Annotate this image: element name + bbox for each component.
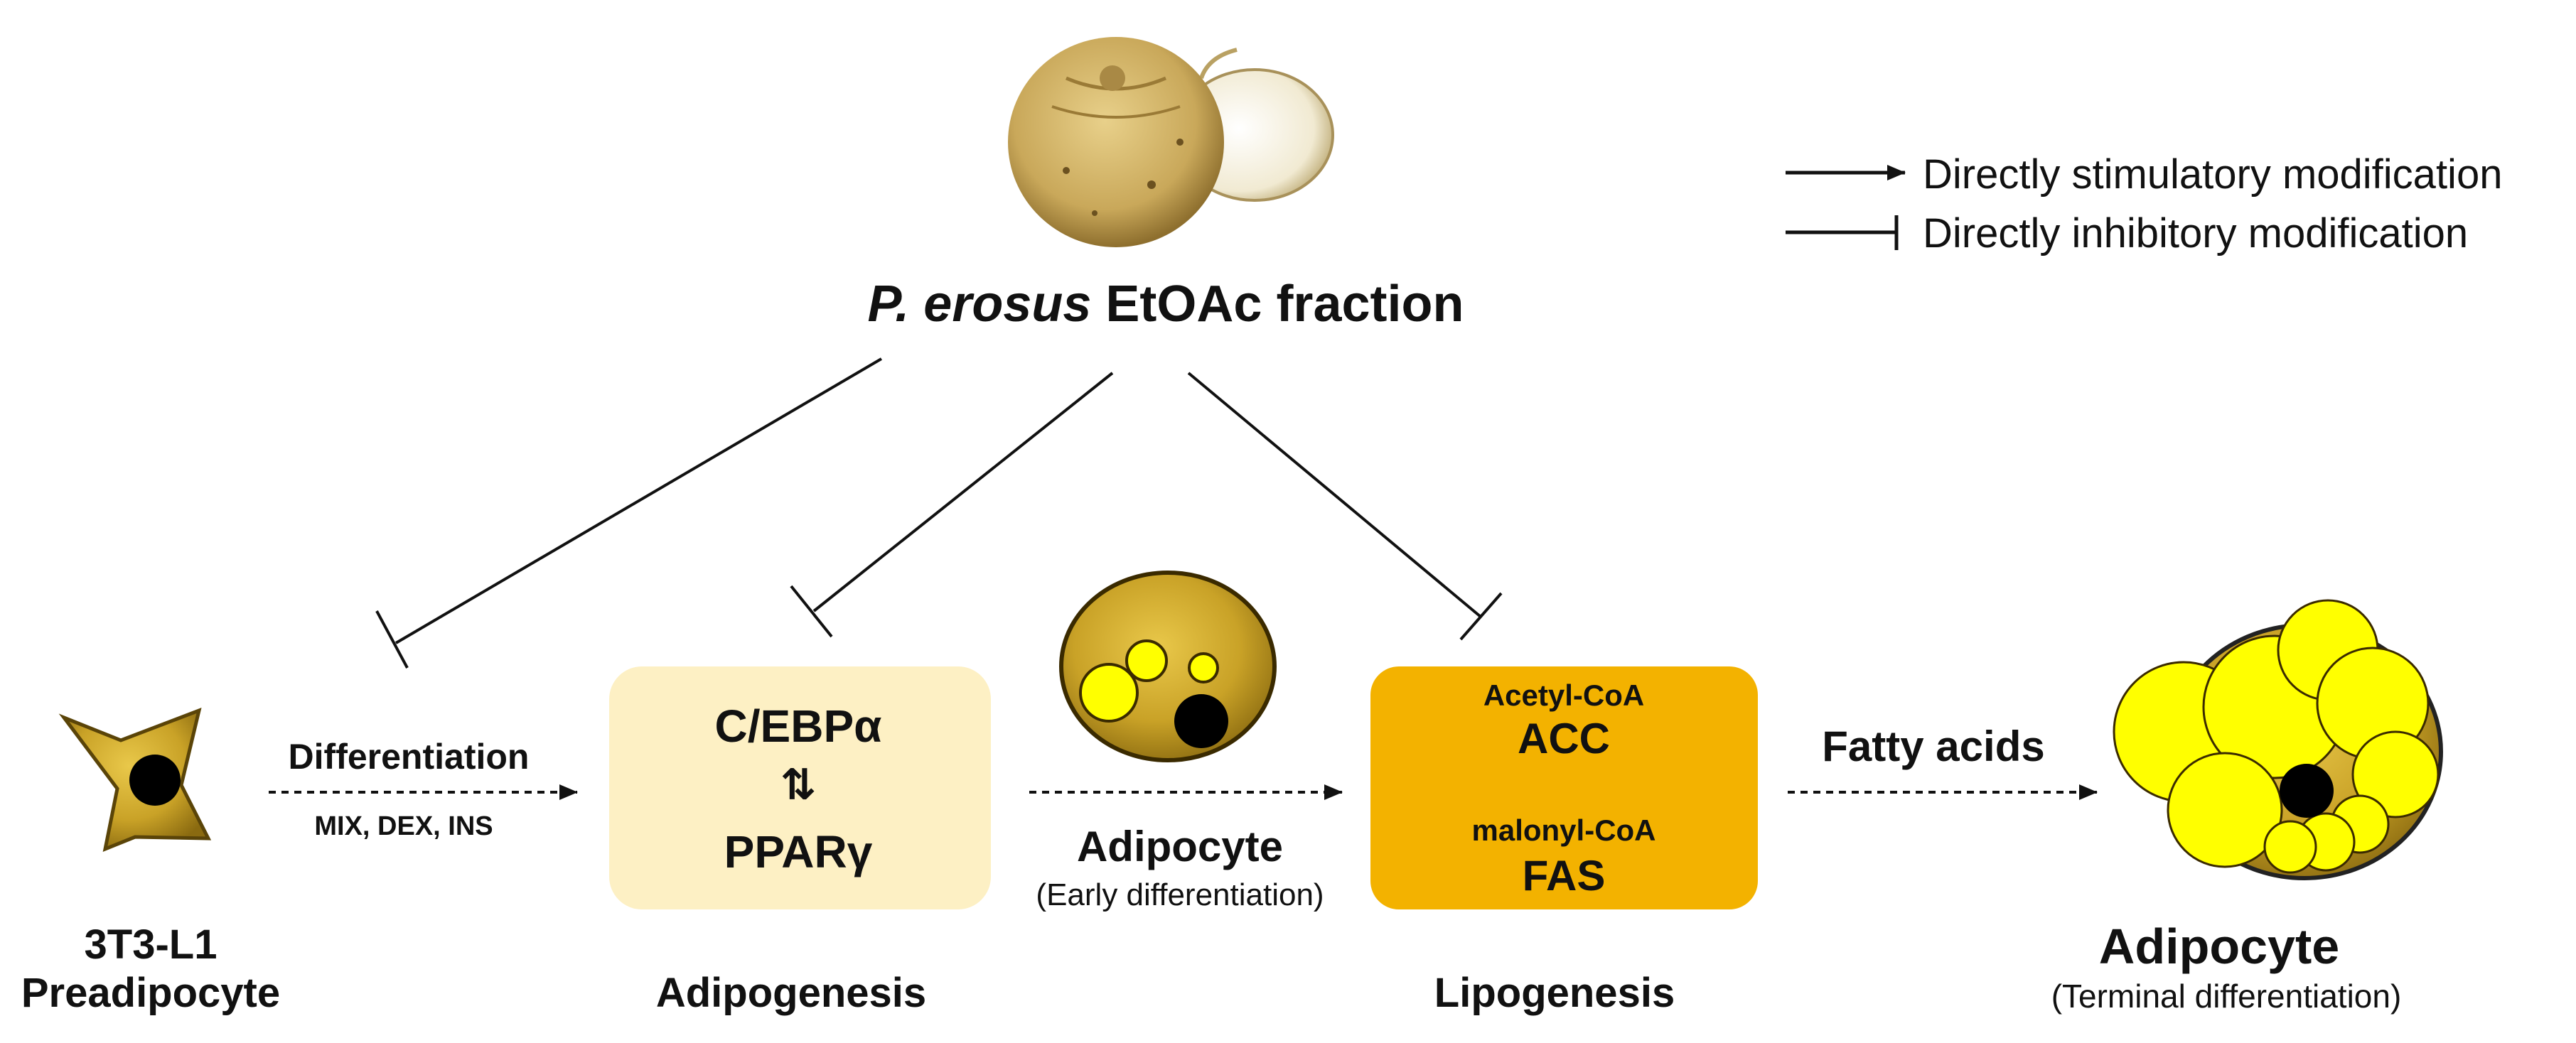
legend-inhibitory-tbar-icon (1786, 215, 1899, 250)
mature-adipocyte-label: Adipocyte (2098, 919, 2340, 974)
inducers-label: MIX, DEX, INS (314, 811, 493, 841)
lipogenesis-box (1370, 666, 1758, 909)
differentiation-label: Differentiation (288, 737, 530, 777)
source-title-species: P. erosus (867, 276, 1092, 333)
early-adipocyte-label: Adipocyte (1076, 823, 1284, 870)
acetyl-coa-label: Acetyl-CoA (1483, 679, 1645, 712)
early-adipocyte-cell-icon (1059, 571, 1277, 762)
preadipocyte-label: Preadipocyte (21, 970, 281, 1016)
source-title: P. erosus EtOAc fraction (868, 275, 1464, 333)
swap-arrows-icon: ⇅ (780, 761, 817, 809)
source-title-fraction: EtOAc fraction (1091, 276, 1464, 333)
legend-inhibitory-label: Directly inhibitory modification (1923, 210, 2469, 256)
inhibit-adipogenesis-line (790, 372, 1114, 638)
terminal-differentiation-note: (Terminal differentiation) (2051, 978, 2402, 1015)
adipogenesis-box (609, 666, 991, 909)
adipogenesis-caption: Adipogenesis (655, 970, 927, 1016)
lipogenesis-caption: Lipogenesis (1434, 970, 1675, 1016)
pparg-label: PPARγ (724, 826, 873, 877)
fatty-acids-label: Fatty acids (1822, 723, 2045, 770)
acc-label: ACC (1518, 715, 1610, 762)
jicama-tuber-photo-icon (1008, 37, 1334, 247)
preadipocyte-cell-icon (58, 707, 212, 853)
inhibit-differentiation-line (375, 357, 883, 669)
mature-adipocyte-cell-icon (2113, 599, 2443, 880)
early-differentiation-note: (Early differentiation) (1036, 877, 1324, 912)
inhibit-lipogenesis-line (1187, 372, 1503, 641)
fas-label: FAS (1522, 852, 1606, 899)
malonyl-coa-label: malonyl-CoA (1471, 814, 1656, 847)
legend-stimulatory-label: Directly stimulatory modification (1923, 151, 2503, 198)
preadipocyte-line-label: 3T3-L1 (84, 922, 218, 968)
cebpa-label: C/EBPα (714, 701, 882, 752)
